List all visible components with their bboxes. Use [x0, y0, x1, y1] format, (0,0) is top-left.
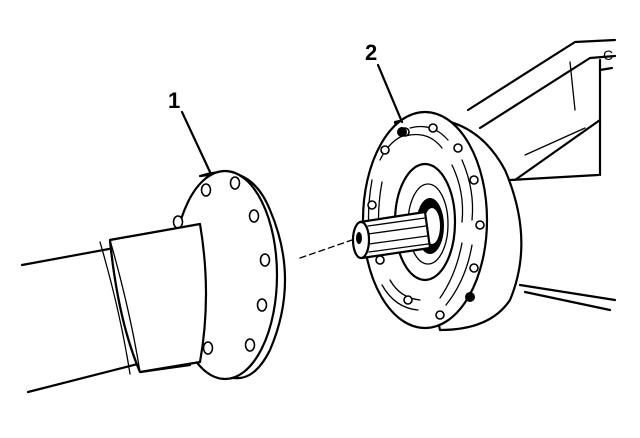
bolt-hole	[453, 143, 463, 153]
bolt-hole	[435, 310, 445, 320]
bolt-hole	[403, 295, 413, 305]
bolt-hole	[469, 263, 479, 273]
bolt-hole	[229, 176, 241, 190]
callout-2: 2	[365, 40, 404, 124]
pinion-flange	[361, 110, 523, 332]
bolt-hole-dark	[397, 127, 407, 137]
bolt-hole	[367, 200, 377, 210]
bolt-hole	[256, 298, 268, 312]
bolt-hole	[375, 255, 385, 265]
callout-label-1: 1	[168, 88, 180, 113]
bolt-hole-dark	[465, 292, 475, 302]
bolt-hole	[380, 145, 390, 155]
bolt-hole	[172, 215, 184, 229]
bolt-hole	[475, 220, 485, 230]
callout-label-2: 2	[365, 40, 377, 65]
bolt-hole	[469, 175, 479, 185]
bolt-hole	[200, 183, 212, 197]
bolt-hole	[248, 209, 260, 223]
bolt-hole	[202, 341, 214, 355]
callout-1: 1	[168, 88, 212, 174]
bolt-hole	[259, 253, 271, 267]
housing-mark: C	[603, 47, 613, 63]
bolt-hole	[244, 338, 256, 352]
pinion-shaft	[351, 210, 432, 260]
shaft-flange	[108, 169, 287, 381]
axle-housing: C	[466, 38, 617, 312]
bolt-hole	[428, 123, 438, 133]
alignment-line	[299, 239, 353, 259]
